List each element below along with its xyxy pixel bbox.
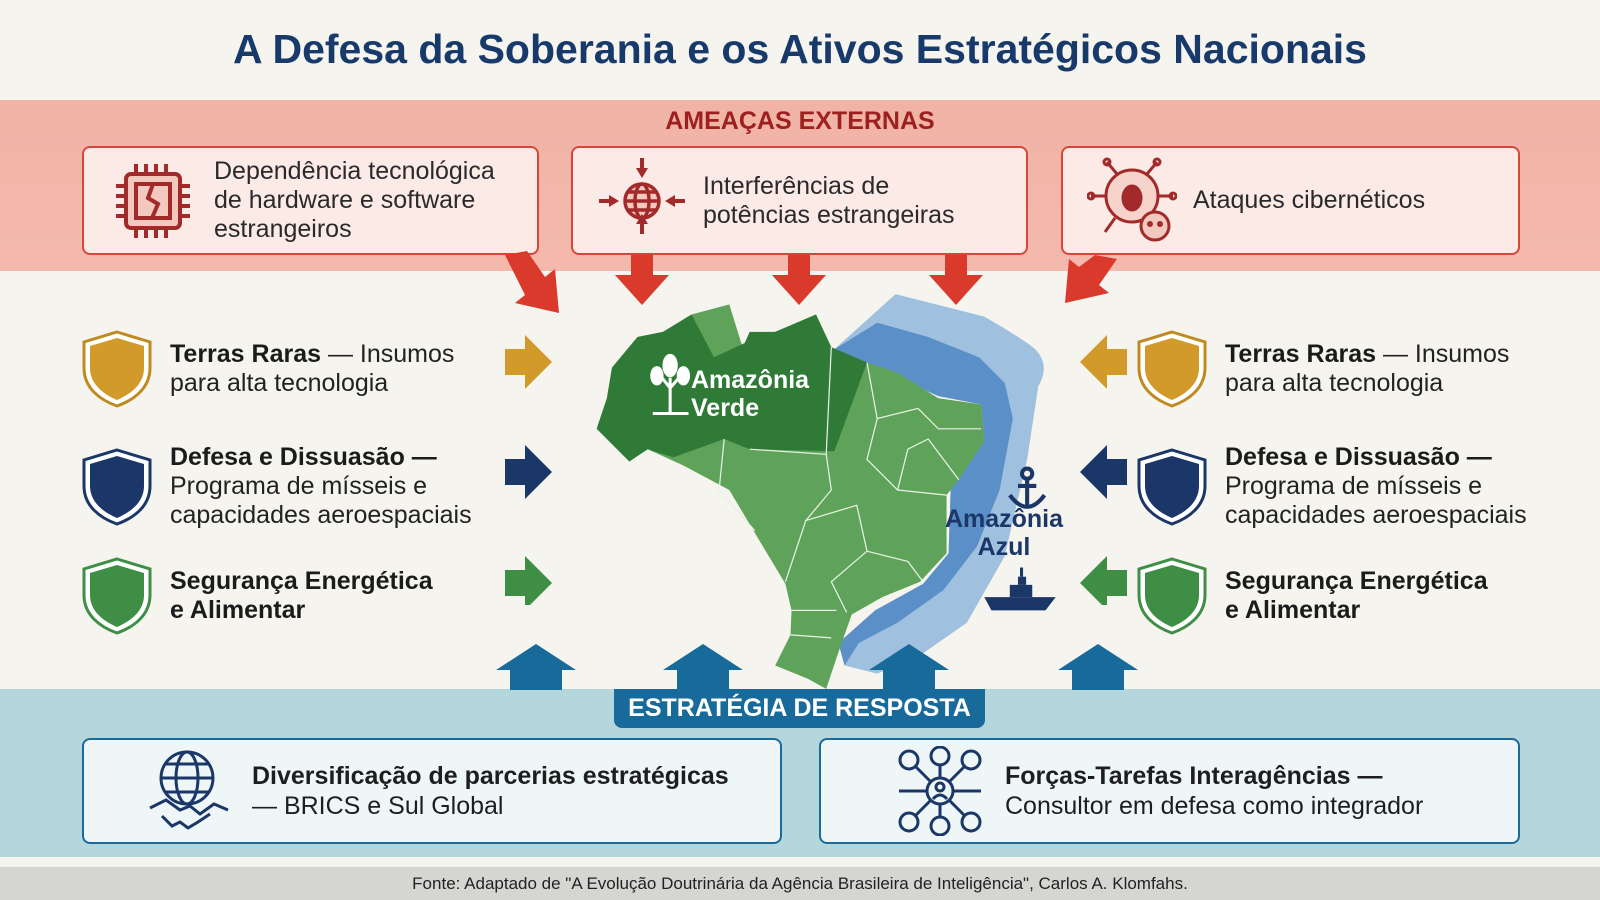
arrow-down-icon	[772, 255, 826, 305]
arrow-down-icon	[505, 251, 559, 313]
network-people-icon	[898, 746, 982, 836]
threat-text: Interferências de potências estrangeiras	[703, 171, 955, 229]
right-arrows	[1080, 335, 1127, 605]
arrow-up-icon	[663, 644, 743, 690]
arrow-right-icon	[505, 445, 552, 499]
arrow-down-icon	[615, 255, 669, 305]
shield-green-icon	[1137, 557, 1207, 635]
response-arrows	[496, 644, 1138, 690]
asset-desc: — Insumos para alta tecnologia	[1225, 340, 1510, 397]
asset-right-energy: Segurança Energética e Alimentar	[1137, 557, 1495, 635]
arrow-down-icon	[1065, 255, 1117, 303]
tree-icon	[650, 353, 691, 416]
asset-desc: Programa de mísseis e capacidades aeroes…	[170, 472, 472, 529]
response-title: Forças-Tarefas Interagências —	[1005, 762, 1383, 790]
threat-card-cyber-attacks: Ataques cibernéticos	[1061, 146, 1520, 255]
arrow-up-icon	[869, 644, 949, 690]
shield-gold-icon	[82, 330, 152, 408]
threat-card-tech-dependence: Dependência tecnológica de hardware e so…	[82, 146, 539, 255]
source-footer: Fonte: Adaptado de "A Evolução Doutrinár…	[0, 867, 1600, 900]
threat-arrows	[505, 251, 1117, 313]
shield-gold-icon	[1137, 330, 1207, 408]
arrow-left-icon	[1080, 445, 1127, 499]
asset-title: Terras Raras	[1225, 340, 1377, 368]
arrow-down-icon	[929, 255, 983, 305]
shield-navy-icon	[82, 447, 152, 526]
response-card-task-forces: Forças-Tarefas Interagências —Consultor …	[819, 738, 1520, 844]
bug-skull-network-icon	[1087, 157, 1177, 241]
asset-left-defense: Defesa e Dissuasão —Programa de mísseis …	[82, 443, 488, 530]
brazil-map	[596, 294, 1056, 689]
asset-right-defense: Defesa e Dissuasão —Programa de mísseis …	[1137, 443, 1543, 530]
asset-desc: — Insumos para alta tecnologia	[170, 340, 455, 397]
asset-desc: Programa de mísseis e capacidades aeroes…	[1225, 472, 1527, 529]
globe-handshake-icon	[149, 750, 229, 830]
arrow-up-icon	[1058, 644, 1138, 690]
left-arrows	[505, 335, 552, 605]
arrow-right-icon	[505, 335, 552, 389]
response-desc: — BRICS e Sul Global	[252, 792, 504, 820]
anchor-icon	[1008, 466, 1047, 509]
asset-title: Segurança Energética e Alimentar	[1225, 567, 1488, 624]
ship-icon	[984, 567, 1056, 611]
shield-navy-icon	[1137, 447, 1207, 526]
asset-left-rare-earths: Terras Raras — Insumos para alta tecnolo…	[82, 330, 488, 408]
response-header: ESTRATÉGIA DE RESPOSTA	[614, 689, 985, 728]
asset-title: Defesa e Dissuasão —	[1225, 443, 1492, 471]
globe-arrows-icon	[599, 157, 685, 234]
response-title: Diversificação de parcerias estratégicas	[252, 762, 729, 790]
asset-title: Terras Raras	[170, 340, 322, 368]
broken-chip-icon	[116, 163, 190, 238]
response-card-partnerships: Diversificação de parcerias estratégicas…	[82, 738, 782, 844]
state-borders	[718, 347, 982, 639]
threat-text: Dependência tecnológica de hardware e so…	[214, 157, 495, 243]
page-title: A Defesa da Soberania e os Ativos Estrat…	[233, 26, 1367, 72]
arrow-left-icon	[1080, 556, 1127, 605]
amazonas-region	[596, 314, 867, 462]
arrow-up-icon	[496, 644, 576, 690]
asset-left-energy: Segurança Energética e Alimentar	[82, 557, 440, 635]
arrow-right-icon	[505, 556, 552, 605]
asset-title: Defesa e Dissuasão —	[170, 443, 437, 471]
arrow-left-icon	[1080, 335, 1127, 389]
threat-card-foreign-interference: Interferências de potências estrangeiras	[571, 146, 1028, 255]
shield-green-icon	[82, 557, 152, 635]
asset-right-rare-earths: Terras Raras — Insumos para alta tecnolo…	[1137, 330, 1525, 408]
threats-header: AMEAÇAS EXTERNAS	[665, 107, 935, 135]
response-desc: Consultor em defesa como integrador	[1005, 792, 1424, 820]
asset-title: Segurança Energética e Alimentar	[170, 567, 433, 624]
threat-text: Ataques cibernéticos	[1193, 186, 1426, 214]
